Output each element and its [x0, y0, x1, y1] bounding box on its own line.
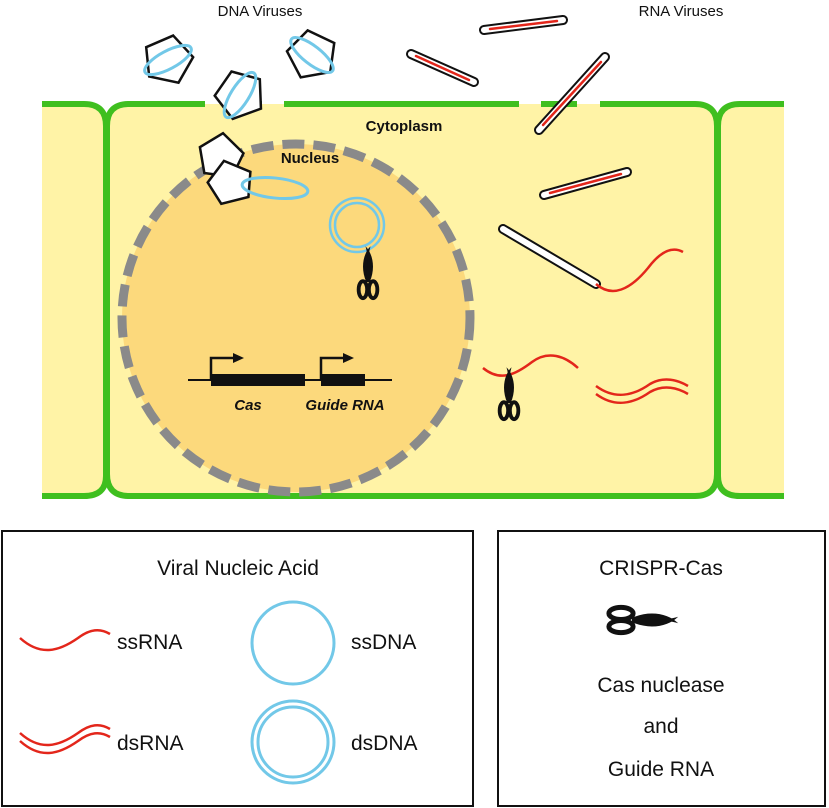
rna-virus [539, 167, 632, 200]
nucleus-label: Nucleus [281, 150, 339, 167]
nuclear-envelope [117, 139, 475, 497]
cell-right-partial [715, 101, 784, 499]
cell-membrane [104, 101, 720, 499]
promoter-arrow-icon [319, 356, 345, 380]
legend-viral-nucleic-acid: Viral Nucleic Acid ssRNA dsRNA ssDNA dsD… [1, 530, 474, 807]
guide-rna-gene [321, 374, 365, 386]
dsdna-swatch [250, 699, 336, 785]
viral-dsdna [240, 175, 310, 201]
legend-crispr-cas: CRISPR-Cas Cas nuclease and Guide RNA [497, 530, 826, 807]
dna-viruses-label: DNA Viruses [218, 3, 303, 20]
ssdna-swatch [250, 600, 336, 686]
cas-gene-label: Cas [234, 397, 262, 414]
ssrna-swatch [19, 629, 111, 652]
guide-rna-gene-label: Guide RNA [305, 397, 384, 414]
promoter-arrow-icon [209, 356, 235, 380]
viral-dsdna-circle [328, 196, 386, 254]
legend-crispr-line3: Guide RNA [608, 758, 714, 781]
rna-virus [406, 49, 479, 87]
rna-virus [534, 52, 610, 135]
legend-item-ssdna: ssDNA [351, 631, 416, 654]
dna-virus-uncoating [198, 131, 310, 206]
rna-virus [479, 15, 568, 35]
rna-virus-uncoating [498, 224, 684, 293]
viral-ssrna [482, 354, 579, 377]
legend-item-dsdna: dsDNA [351, 732, 418, 755]
legend-viral-title: Viral Nucleic Acid [157, 557, 319, 580]
legend-crispr-line2: and [643, 715, 678, 738]
legend-crispr-title: CRISPR-Cas [599, 557, 723, 580]
dsrna-swatch [19, 724, 111, 755]
viral-ssrna [595, 248, 684, 293]
cytoplasm-label: Cytoplasm [366, 118, 443, 135]
dna-virus [285, 28, 336, 79]
dna-virus [143, 34, 195, 85]
rna-viruses-label: RNA Viruses [639, 3, 724, 20]
legend-item-dsrna: dsRNA [117, 732, 184, 755]
viral-dsrna [595, 378, 689, 404]
cell-left-partial [42, 101, 109, 499]
legend-crispr-line1: Cas nuclease [597, 674, 724, 697]
nucleus [117, 139, 475, 497]
crispr-locus [188, 353, 392, 386]
dna-virus [213, 70, 263, 121]
cas-gene [211, 374, 305, 386]
legend-item-ssrna: ssRNA [117, 631, 182, 654]
